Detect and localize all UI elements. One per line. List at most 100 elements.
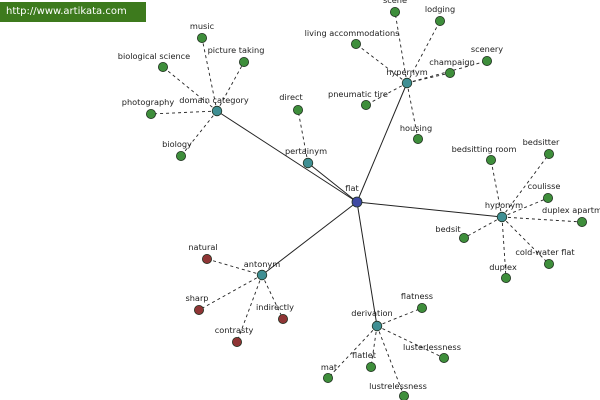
- word-node-cold-water-flat[interactable]: [544, 258, 555, 269]
- graph-nodes: [145, 7, 588, 400]
- word-label-coulisse: coulisse: [528, 181, 561, 191]
- word-node-housing[interactable]: [412, 133, 423, 144]
- word-label-flatness: flatness: [401, 291, 433, 301]
- word-label-indirectly: indirectly: [256, 302, 294, 312]
- word-node-indirectly[interactable]: [277, 313, 288, 324]
- relation-node-domain-category[interactable]: [211, 105, 223, 117]
- edge-flat-hyponym: [356, 201, 503, 218]
- relation-label-antonym: antonym: [244, 259, 280, 269]
- edge-antonym-indirectly: [261, 274, 284, 320]
- word-node-duplex[interactable]: [500, 272, 511, 283]
- word-label-bedsit: bedsit: [435, 224, 461, 234]
- word-label-bedsitting-room: bedsitting room: [452, 144, 517, 154]
- word-label-lusterlessness: lusterlessness: [403, 342, 461, 352]
- edge-hyponym-bedsit: [463, 216, 503, 239]
- word-node-lodging[interactable]: [434, 15, 445, 26]
- word-label-photography: photography: [122, 97, 175, 107]
- word-label-flatlet: flatlet: [352, 350, 377, 360]
- watermark-url: http://www.artikata.com: [0, 2, 146, 22]
- word-node-flatlet[interactable]: [365, 361, 376, 372]
- word-label-champaign: champaign: [429, 57, 475, 67]
- word-label-housing: housing: [400, 123, 432, 133]
- edge-domain-category-photography: [150, 110, 218, 115]
- word-label-sharp: sharp: [185, 293, 208, 303]
- relation-label-hyponym: hyponym: [485, 200, 523, 210]
- edge-hypernym-scenery: [406, 60, 488, 84]
- edge-domain-category-music: [201, 37, 218, 112]
- word-label-biological-science: biological science: [118, 51, 190, 61]
- edge-derivation-flatlet: [370, 325, 378, 368]
- graph-edges: [150, 11, 583, 397]
- relation-label-hypernym: hypernym: [386, 67, 428, 77]
- word-label-biology: biology: [162, 139, 192, 149]
- word-label-pneumatic-tire: pneumatic tire: [328, 89, 388, 99]
- relation-node-pertainym[interactable]: [302, 157, 314, 169]
- word-label-natural: natural: [188, 242, 217, 252]
- edge-derivation-lustrelessness: [376, 325, 405, 397]
- relation-node-hypernym[interactable]: [401, 77, 413, 89]
- word-label-music: music: [190, 21, 214, 31]
- relation-label-domain-category: domain category: [179, 95, 249, 105]
- word-node-living-accommodations[interactable]: [350, 39, 361, 50]
- word-label-contrasty: contrasty: [215, 325, 254, 335]
- word-label-lustrelessness: lustrelessness: [369, 381, 427, 391]
- edge-hyponym-cold-water-flat: [501, 216, 550, 265]
- edge-flat-antonym: [261, 201, 358, 276]
- word-node-bedsitting-room[interactable]: [485, 154, 496, 165]
- edge-derivation-lusterlessness: [376, 325, 445, 359]
- edge-hyponym-coulisse: [501, 197, 549, 218]
- word-node-sharp[interactable]: [193, 304, 204, 315]
- word-label-picture-taking: picture taking: [208, 45, 265, 55]
- edge-flat-derivation: [356, 201, 378, 327]
- word-node-champaign[interactable]: [444, 68, 455, 79]
- center-label: flat: [345, 183, 359, 193]
- edge-domain-category-biology: [180, 110, 218, 157]
- relation-node-derivation[interactable]: [371, 320, 383, 332]
- relation-node-hyponym[interactable]: [496, 211, 508, 223]
- word-node-scene[interactable]: [389, 7, 400, 17]
- edge-hyponym-duplex: [501, 216, 507, 279]
- word-node-bedsitter[interactable]: [544, 148, 555, 159]
- word-label-duplex-apartment: duplex apartm: [542, 205, 600, 215]
- word-label-lodging: lodging: [425, 4, 455, 14]
- word-node-bedsit[interactable]: [458, 232, 469, 243]
- word-node-lustrelessness[interactable]: [399, 391, 409, 400]
- center-node-flat[interactable]: [351, 196, 363, 208]
- relation-node-antonym[interactable]: [256, 269, 268, 281]
- word-node-biological-science[interactable]: [157, 62, 168, 73]
- word-node-natural[interactable]: [201, 253, 212, 264]
- word-node-biology[interactable]: [175, 150, 186, 161]
- word-node-duplex-apartment[interactable]: [577, 216, 588, 227]
- word-label-direct: direct: [279, 92, 303, 102]
- word-label-bedsitter: bedsitter: [523, 137, 560, 147]
- relation-label-derivation: derivation: [351, 308, 392, 318]
- word-node-direct[interactable]: [292, 105, 303, 116]
- word-node-scenery[interactable]: [481, 56, 492, 67]
- edge-hypernym-scene: [394, 11, 408, 84]
- edge-flat-domain-category: [216, 110, 358, 203]
- word-label-mat: mat: [321, 362, 338, 372]
- word-label-living-accommodations: living accommodations: [305, 28, 400, 38]
- word-node-music[interactable]: [196, 33, 207, 44]
- edge-hyponym-duplex-apartment: [501, 216, 583, 223]
- word-node-picture-taking[interactable]: [238, 57, 249, 68]
- edge-derivation-flatness: [376, 307, 423, 327]
- word-label-cold-water-flat: cold-water flat: [515, 247, 575, 257]
- edge-antonym-sharp: [198, 274, 263, 311]
- word-label-scenery: scenery: [471, 44, 503, 54]
- edge-hypernym-living-accommodations: [355, 43, 408, 84]
- word-node-contrasty[interactable]: [231, 336, 242, 347]
- relation-label-pertainym: pertainym: [285, 146, 327, 156]
- word-node-coulisse[interactable]: [543, 192, 554, 203]
- graph-labels: music picture taking biological science pho…: [118, 0, 600, 391]
- word-node-flatness[interactable]: [416, 302, 427, 313]
- word-node-lusterlessness[interactable]: [438, 352, 449, 363]
- edge-flat-hypernym: [356, 82, 408, 203]
- word-node-pneumatic-tire[interactable]: [360, 100, 371, 111]
- word-label-duplex: duplex: [489, 262, 517, 272]
- edge-hyponym-bedsitting-room: [490, 159, 503, 218]
- edge-pertainym-direct: [297, 109, 309, 164]
- word-node-photography[interactable]: [145, 109, 156, 120]
- edge-flat-pertainym: [307, 162, 358, 203]
- word-node-mat[interactable]: [322, 372, 333, 383]
